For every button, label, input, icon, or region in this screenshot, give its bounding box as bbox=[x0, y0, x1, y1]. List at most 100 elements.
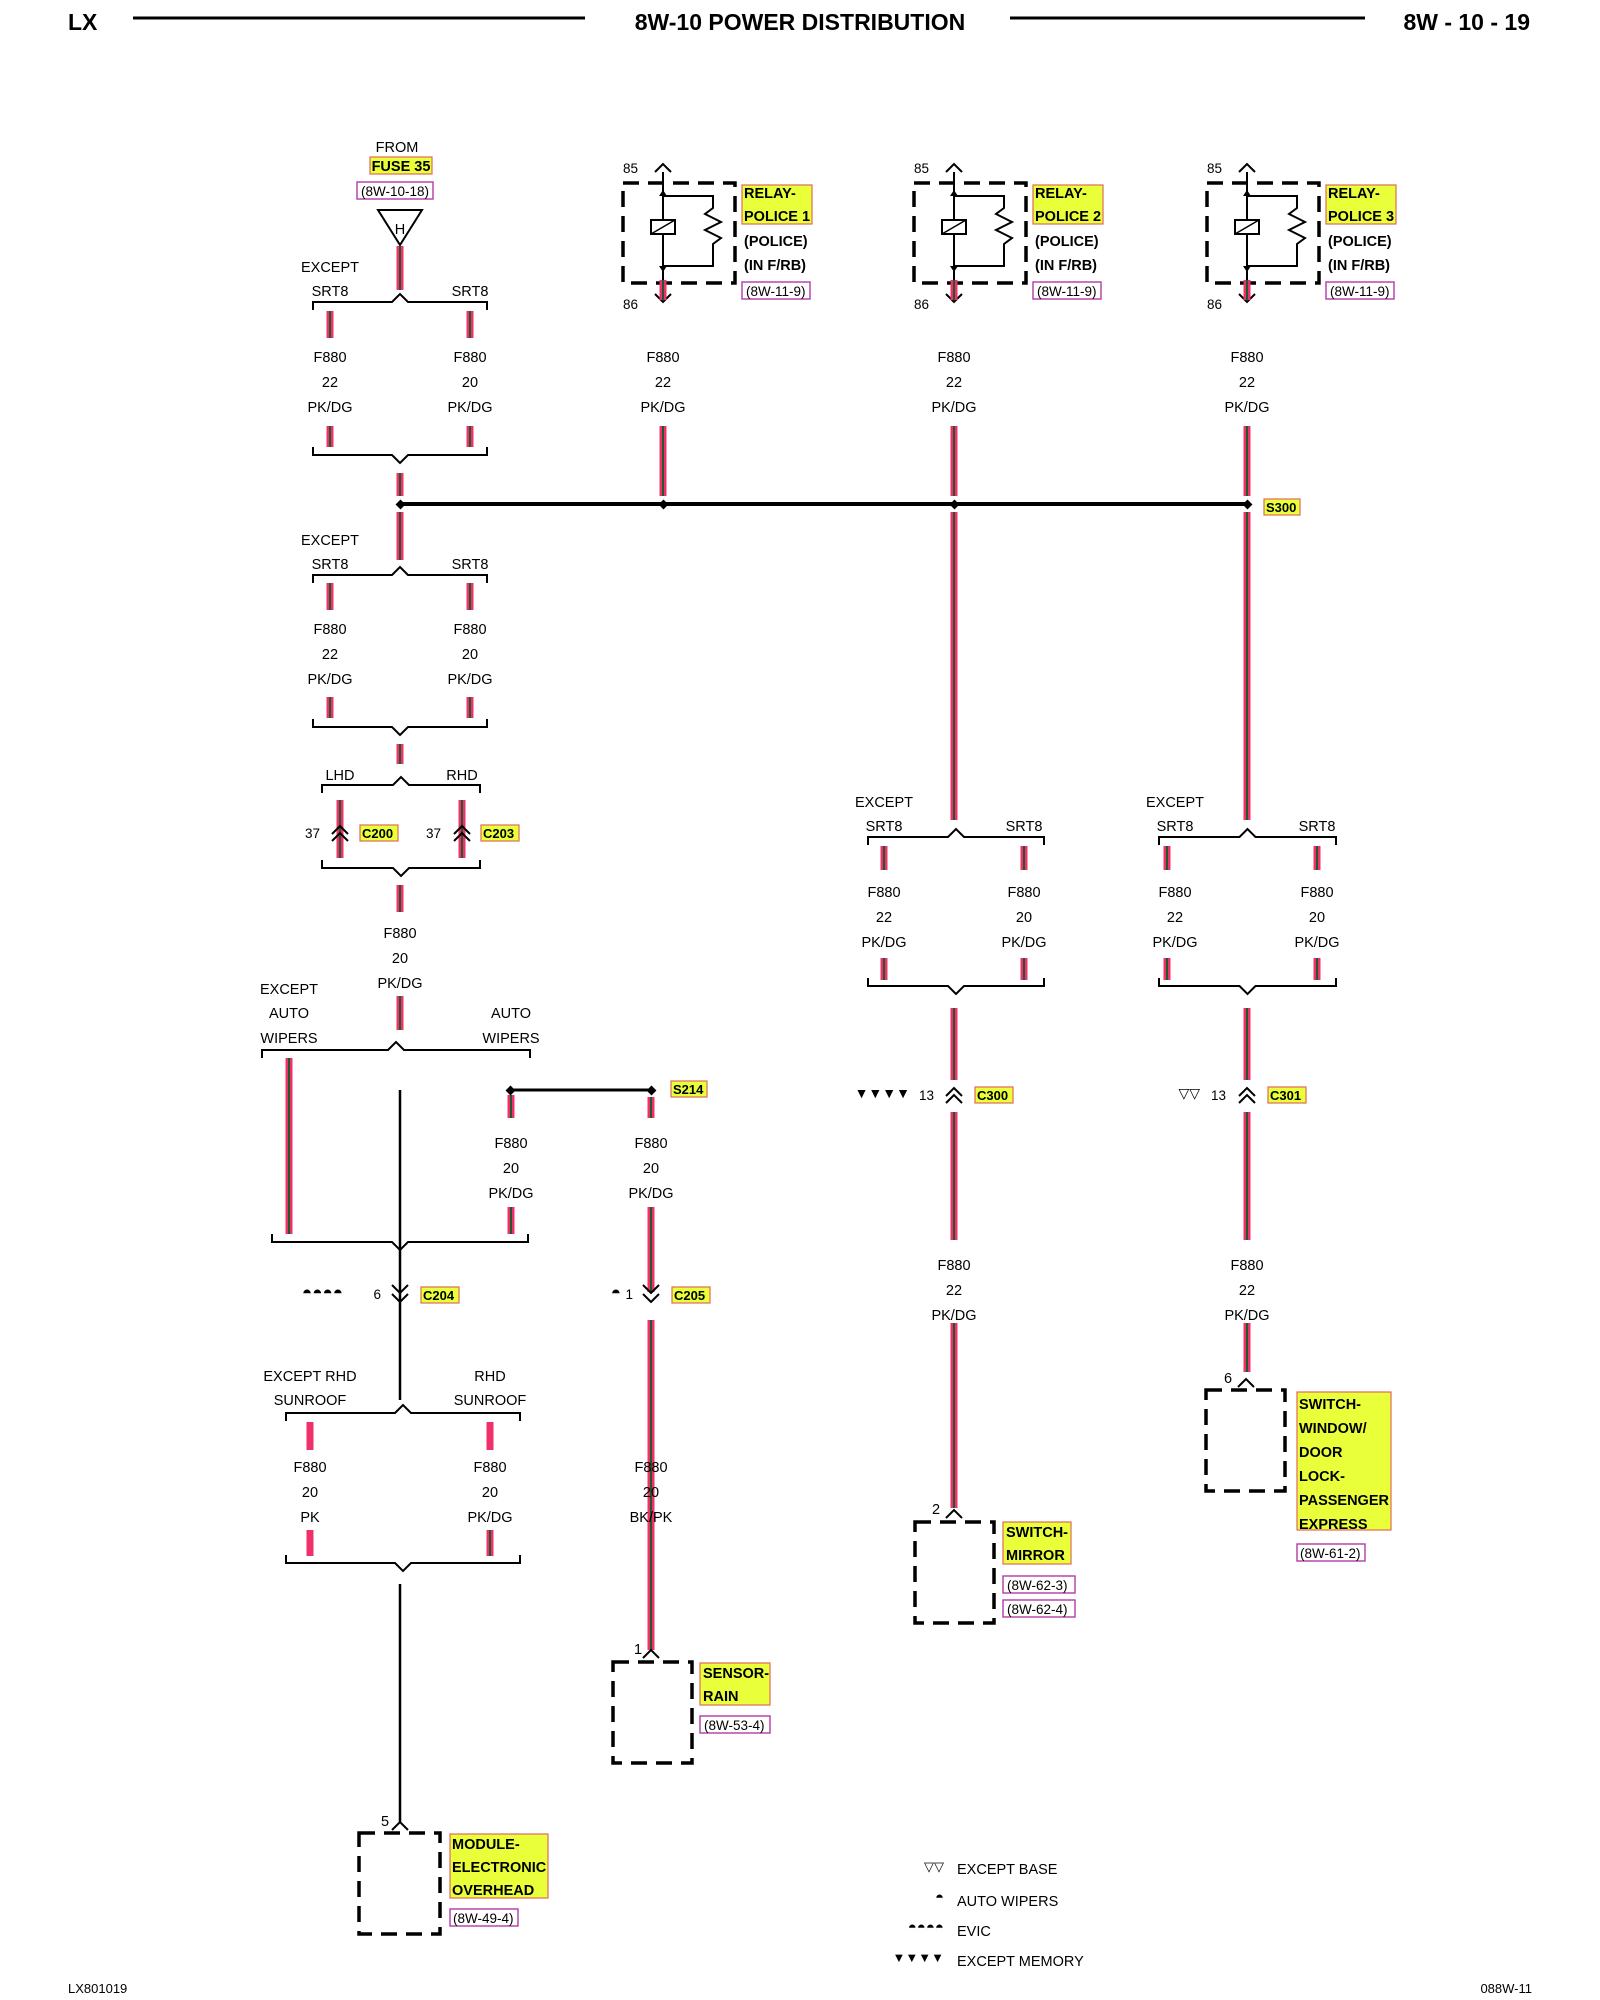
mirror-ref-1: (8W-62-3) bbox=[1007, 1578, 1068, 1593]
wire-color-label: PK/DG bbox=[447, 400, 492, 416]
option-brace bbox=[312, 719, 488, 737]
window-switch-name-line: LOCK- bbox=[1299, 1469, 1345, 1485]
relay-resistor-icon bbox=[1247, 195, 1308, 267]
option-srt8-label: SRT8 bbox=[452, 284, 489, 300]
wire-segment bbox=[396, 473, 404, 496]
wire-segment bbox=[950, 1112, 958, 1240]
page-number: 8W - 10 - 19 bbox=[1403, 9, 1530, 35]
wire-circuit-label: F880 bbox=[1230, 350, 1263, 366]
wire-gauge-label: 22 bbox=[946, 375, 962, 391]
relay-name-1: RELAY- bbox=[1328, 186, 1380, 202]
wire-segment bbox=[326, 311, 334, 338]
header-left: LX bbox=[68, 9, 98, 35]
wire-color-label: PK/DG bbox=[628, 1186, 673, 1202]
wire-color-label: PK/DG bbox=[1224, 1308, 1269, 1324]
footer-right: 088W-11 bbox=[1480, 1981, 1532, 1996]
wire-gauge-label: 20 bbox=[503, 1161, 519, 1177]
component-mirror-switch: 2 SWITCH- MIRROR (8W-62-3) (8W-62-4) bbox=[913, 1502, 1076, 1625]
wire-segment bbox=[285, 1058, 293, 1234]
rain-pin: 1 bbox=[634, 1642, 642, 1658]
rain-name-1: SENSOR- bbox=[703, 1666, 769, 1682]
option-braces bbox=[261, 292, 1337, 1573]
wire-segment bbox=[466, 697, 474, 718]
wire-gauge-label: 20 bbox=[643, 1485, 659, 1501]
window-switch-name-line: SWITCH- bbox=[1299, 1397, 1361, 1413]
wire-segment bbox=[950, 1323, 958, 1508]
window-switch-name-line: DOOR bbox=[1299, 1445, 1343, 1461]
option-brace bbox=[867, 827, 1045, 845]
wire-segment bbox=[466, 311, 474, 338]
except-rhd-sunroof: SUNROOF bbox=[274, 1393, 347, 1409]
wire-segment bbox=[396, 512, 404, 560]
relay-resistor-icon bbox=[954, 195, 1015, 267]
overhead-name-2: ELECTRONIC bbox=[452, 1860, 547, 1876]
window-ref: (8W-61-2) bbox=[1300, 1546, 1361, 1561]
relay-ref: (8W-11-9) bbox=[746, 284, 806, 299]
option-brace bbox=[285, 1555, 521, 1573]
window-switch-name-line: EXPRESS bbox=[1299, 1517, 1368, 1533]
relay-note-location: (IN F/RB) bbox=[744, 258, 806, 274]
wire-gauge-label: 22 bbox=[655, 375, 671, 391]
component-overhead-module: 5 MODULE- ELECTRONIC OVERHEAD (8W-49-4) bbox=[357, 1814, 549, 1936]
wire-gauge-label: 22 bbox=[1239, 1283, 1255, 1299]
mirror-ref-2: (8W-62-4) bbox=[1007, 1602, 1068, 1617]
wire-color-label: PK/DG bbox=[931, 1308, 976, 1324]
auto-wipers-2: WIPERS bbox=[482, 1031, 539, 1047]
overhead-name-3: OVERHEAD bbox=[452, 1883, 534, 1899]
option-brace bbox=[285, 1403, 521, 1421]
splice-labels: S300 S214 bbox=[670, 498, 1301, 1098]
relay-pin-85: 85 bbox=[1207, 161, 1222, 176]
wire-color-label: PK/DG bbox=[1001, 935, 1046, 951]
wire-gauge-label: 20 bbox=[643, 1161, 659, 1177]
relay-pin-86: 86 bbox=[914, 297, 929, 312]
footer-left: LX801019 bbox=[68, 1981, 127, 1996]
option-srt8-label: SRT8 bbox=[1299, 819, 1336, 835]
wire-segment bbox=[396, 744, 404, 764]
rhd-sunroof: SUNROOF bbox=[454, 1393, 527, 1409]
fuse-35-label: FUSE 35 bbox=[372, 159, 431, 175]
wire-circuit-label: F880 bbox=[1230, 1258, 1263, 1274]
wire-segment bbox=[326, 583, 334, 610]
auto-wipers-symbol-icon: ◓ bbox=[611, 1283, 621, 1302]
relay-name-2: POLICE 2 bbox=[1035, 209, 1101, 225]
wire-gauge-label: 20 bbox=[1016, 910, 1032, 926]
wire-segment bbox=[306, 1422, 314, 1450]
rhd-sunroof-label: RHD bbox=[474, 1369, 505, 1385]
fuse-35-highlight bbox=[369, 156, 433, 175]
splice-dots bbox=[395, 499, 1253, 1096]
wire-segment bbox=[396, 996, 404, 1030]
wire-segment bbox=[950, 512, 958, 820]
wire-circuit-label: F880 bbox=[937, 350, 970, 366]
relay-note-location: (IN F/RB) bbox=[1035, 258, 1097, 274]
mirror-name-2: MIRROR bbox=[1006, 1548, 1065, 1564]
option-srt8-label: SRT8 bbox=[1157, 819, 1194, 835]
relay-name-1: RELAY- bbox=[744, 186, 796, 202]
wire-color-label: PK/DG bbox=[447, 672, 492, 688]
option-brace bbox=[321, 775, 481, 793]
wire-gauge-label: 22 bbox=[1167, 910, 1183, 926]
relay-note-location: (IN F/RB) bbox=[1328, 258, 1390, 274]
connector-pin-c205: 1 bbox=[625, 1287, 633, 1302]
option-brace bbox=[867, 978, 1045, 996]
legend-evic: EVIC bbox=[957, 1924, 991, 1940]
wire-color-label: BK/PK bbox=[630, 1510, 673, 1526]
wire-segment bbox=[326, 697, 334, 718]
option-except-label: EXCEPT bbox=[301, 260, 359, 276]
wire-segment bbox=[1243, 280, 1251, 300]
option-brace bbox=[312, 447, 488, 465]
legend-except-base: EXCEPT BASE bbox=[957, 1862, 1058, 1878]
legend-symbol-evic: ◓◓◓◓ bbox=[908, 1919, 944, 1936]
legend-symbol-auto-wipers: ◓ bbox=[935, 1889, 944, 1906]
wire-segment bbox=[1243, 1112, 1251, 1240]
wire-segment bbox=[659, 280, 667, 300]
option-srt8-label: SRT8 bbox=[312, 557, 349, 573]
wire-color-label: PK/DG bbox=[1152, 935, 1197, 951]
wire-segment bbox=[950, 1008, 958, 1080]
wire-segment bbox=[1020, 846, 1028, 870]
rain-ref: (8W-53-4) bbox=[704, 1718, 765, 1733]
except-label-c301: EXCEPT bbox=[1146, 795, 1204, 811]
wire-segment bbox=[336, 800, 344, 858]
